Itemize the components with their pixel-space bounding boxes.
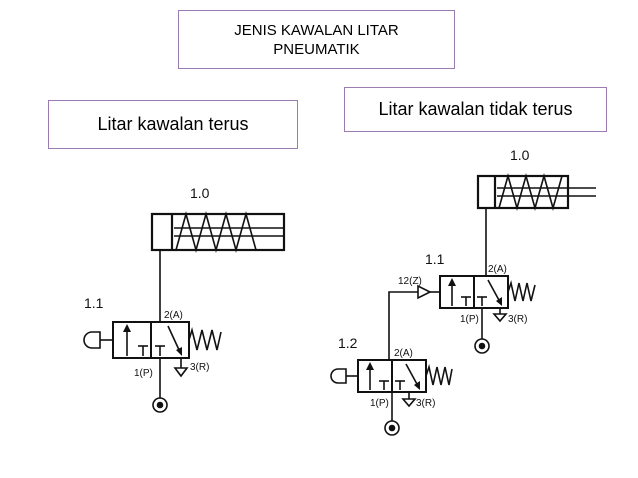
pilot-pressure-source — [474, 308, 490, 354]
direct-control-circuit: 1.0 — [83, 185, 286, 413]
title-box: JENIS KAWALAN LITAR PNEUMATIK — [178, 10, 455, 69]
direct-control-heading: Litar kawalan terus — [48, 100, 298, 149]
left-port-p-label: 1(P) — [134, 368, 153, 379]
right-pilot-port-label: 12(Z) — [398, 276, 422, 287]
pilot-exhaust-port — [492, 308, 508, 323]
cylinder-1-0-right — [476, 173, 596, 211]
direct-control-heading-text: Litar kawalan terus — [97, 114, 249, 134]
left-port-r-label: 3(R) — [190, 362, 209, 373]
pressure-source — [152, 358, 168, 413]
pilot-signal-port — [417, 284, 440, 300]
control-exhaust-port — [401, 392, 417, 408]
control-valve-1-2 — [357, 359, 427, 393]
control-valve-spring — [425, 364, 453, 386]
right-pilot-port-p-label: 1(P) — [460, 314, 479, 325]
indirect-control-circuit: 1.0 — [330, 147, 596, 436]
cylinder-1-0 — [150, 211, 286, 253]
right-pilot-valve-label: 1.1 — [425, 251, 445, 267]
pilot-signal-line — [388, 291, 418, 360]
right-control-port-p-label: 1(P) — [370, 398, 389, 409]
right-pilot-port-a-label: 2(A) — [488, 264, 507, 275]
title-line-1: JENIS KAWALAN LITAR — [234, 21, 399, 39]
right-pilot-port-r-label: 3(R) — [508, 314, 527, 325]
valve-1-1 — [112, 321, 190, 359]
left-valve-label: 1.1 — [84, 295, 104, 311]
title-line-2: PNEUMATIK — [273, 40, 360, 58]
indirect-control-heading-text: Litar kawalan tidak terus — [378, 99, 573, 119]
control-pressure-source — [384, 392, 400, 436]
return-spring — [188, 326, 222, 351]
pilot-valve-1-1 — [439, 275, 509, 309]
right-control-valve-label: 1.2 — [338, 335, 358, 351]
pilot-valve-spring — [507, 280, 536, 302]
control-push-button — [330, 368, 358, 384]
right-control-port-r-label: 3(R) — [416, 398, 435, 409]
right-control-port-a-label: 2(A) — [394, 348, 413, 359]
right-cylinder-label: 1.0 — [510, 147, 530, 163]
left-cylinder-label: 1.0 — [190, 185, 210, 201]
left-port-a-label: 2(A) — [164, 310, 183, 321]
push-button-actuator — [83, 331, 113, 349]
indirect-control-heading: Litar kawalan tidak terus — [344, 87, 607, 132]
exhaust-port — [173, 358, 189, 378]
